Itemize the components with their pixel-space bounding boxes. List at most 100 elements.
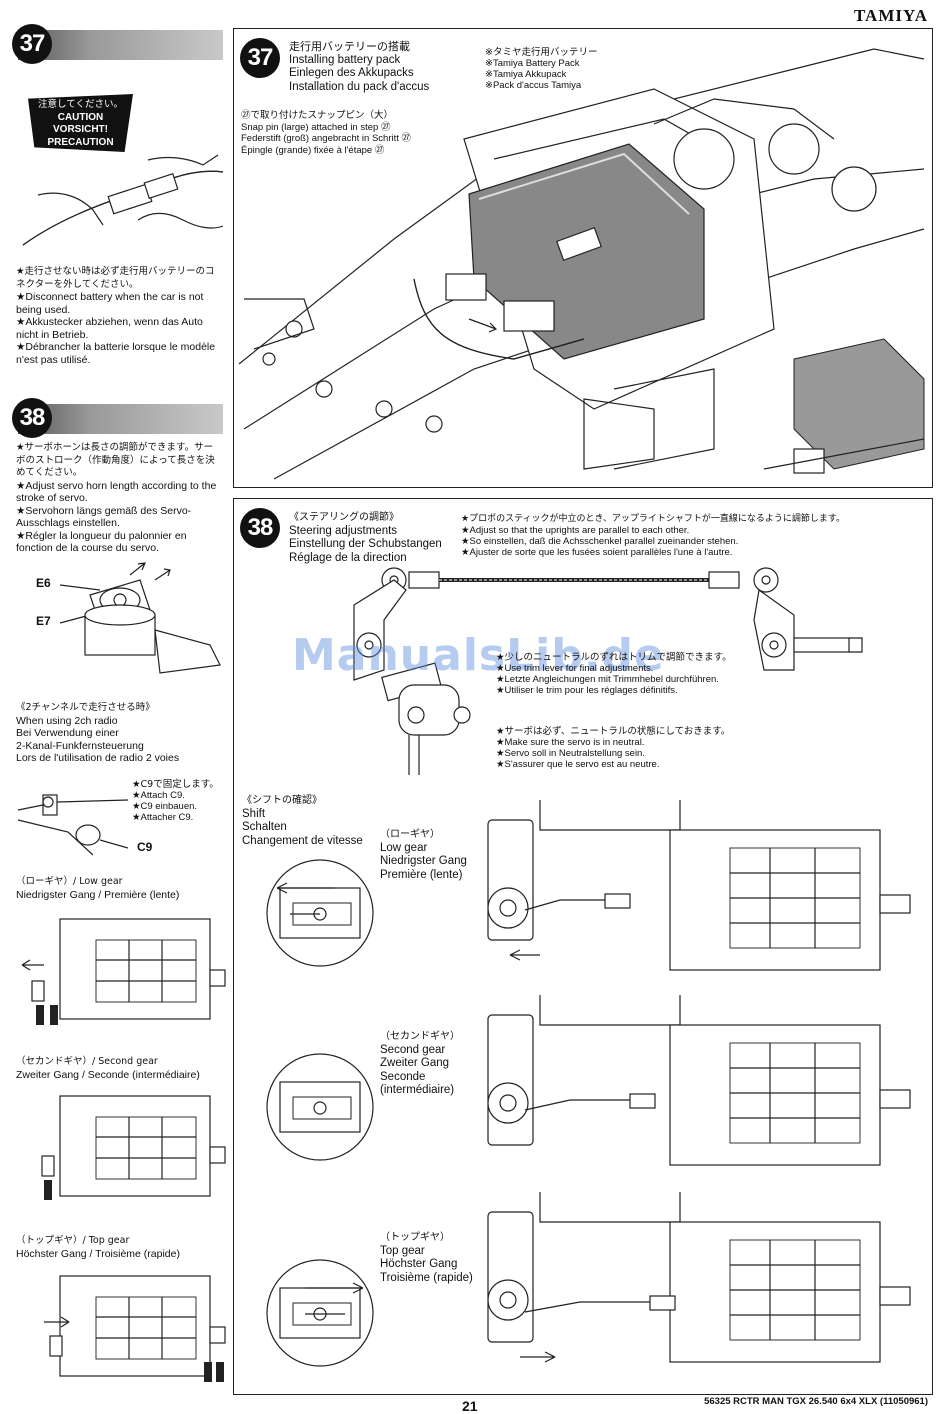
step37-notes: ★走行させない時は必ず走行用バッテリーのコネクターを外してください。 ★Disc… <box>16 266 222 366</box>
note-de: ★Akkustecker abziehen, wenn das Auto nic… <box>16 316 203 341</box>
two-ch-fr: Lors de l'utilisation de radio 2 voies <box>16 752 180 764</box>
large-gearbox-low <box>487 800 911 971</box>
small-gear-second-label: （セカンドギヤ）/ Second gear Zweiter Gang / Sec… <box>16 1056 200 1081</box>
shift-title-en: Shift <box>242 807 266 820</box>
product-code: 56325 RCTR MAN TGX 26.540 6x4 XLX (11050… <box>704 1396 928 1407</box>
step38-panel <box>233 498 933 1395</box>
trim-note-fr: ★Utiliser le trim pour les réglages défi… <box>496 685 678 696</box>
caution-badge: 注意してください。 CAUTION VORSICHT! PRECAUTION <box>28 94 133 152</box>
large-gear-low-de: Niedrigster Gang <box>380 855 467 867</box>
part-e7-label: E7 <box>36 614 51 628</box>
shift-detail-top <box>266 1259 374 1367</box>
note-fr: ★Débrancher la batterie lorsque le modèl… <box>16 341 216 366</box>
step37-title-jp: 走行用バッテリーの搭載 <box>289 40 410 53</box>
small-gearbox-low <box>21 918 226 1025</box>
shift-detail-second <box>266 1053 374 1161</box>
note-en: ★Disconnect battery when the car is not … <box>16 291 204 316</box>
battery-label-en: ※Tamiya Battery Pack <box>485 58 580 69</box>
shift-title: 《シフトの確認》 Shift Schalten Changement de vi… <box>242 794 363 848</box>
servo-note-en: ★Adjust servo horn length according to t… <box>16 479 217 505</box>
caution-fr: PRECAUTION <box>47 136 114 148</box>
large-gear-top-label: （トップギヤ） Top gear Höchster Gang Troisième… <box>380 1231 473 1285</box>
caution-de: VORSICHT! <box>53 124 108 135</box>
c9-note-fr: ★Attacher C9. <box>132 812 194 823</box>
step37-title-de: Einlegen des Akkupacks <box>289 67 414 79</box>
shift-title-jp: 《シフトの確認》 <box>242 795 322 806</box>
shift-detail-low <box>266 859 374 967</box>
steering-note-jp: ★プロポのスティックが中立のとき、アップライトシャフトが一直線になるように調節し… <box>461 514 846 524</box>
snap-pin-en: Snap pin (large) attached in step ㉗ <box>241 121 391 133</box>
brand-logo: TAMIYA <box>853 6 928 25</box>
step38-number-left: 38 <box>12 398 52 438</box>
battery-label-de: ※Tamiya Akkupack <box>485 69 567 80</box>
snap-pin-fr: Épingle (grande) fixée à l'étape ㉗ <box>241 144 385 156</box>
two-ch-radio-title: 《2チャンネルで走行させる時》 When using 2ch radio Bei… <box>16 702 231 765</box>
large-gear-second-de: Zweiter Gang <box>380 1057 450 1069</box>
large-gear-top-fr: Troisième (rapide) <box>380 1271 473 1284</box>
large-gear-second-en: Second gear <box>380 1043 446 1056</box>
small-gearbox-top <box>44 1275 226 1382</box>
small-gear-low-jp: （ローギヤ）/ Low gear <box>16 876 123 887</box>
small-gear-top-label: （トップギヤ）/ Top gear Höchster Gang / Troisi… <box>16 1235 180 1260</box>
large-gear-top-de: Höchster Gang <box>380 1258 458 1270</box>
large-gear-second-fr1: Seconde <box>380 1070 426 1083</box>
battery-label-jp: ※タミヤ走行用バッテリー <box>485 47 598 58</box>
step37-number-panel: 37 <box>240 38 280 78</box>
steering-note-en: ★Adjust so that the uprights are paralle… <box>461 525 690 536</box>
caution-en: CAUTION <box>57 111 104 123</box>
connector-illustration <box>22 154 224 246</box>
steering-note-de: ★So einstellen, daß die Achsschenkel par… <box>461 536 739 547</box>
battery-install-illustration <box>238 48 925 480</box>
large-gearbox-second <box>487 995 911 1166</box>
step37-header-bar <box>18 30 223 60</box>
steering-title-en: Steering adjustments <box>289 524 398 537</box>
battery-label-fr: ※Pack d'accus Tamiya <box>485 80 582 91</box>
large-gear-low-fr: Première (lente) <box>380 868 463 881</box>
c9-note-jp: ★C9で固定します。 <box>132 779 219 790</box>
c9-note-en: ★Attach C9. <box>132 790 185 801</box>
step37-panel <box>233 28 933 488</box>
large-gear-low-en: Low gear <box>380 841 428 854</box>
small-gear-second-rest: Zweiter Gang / Seconde (intermédiaire) <box>16 1068 200 1081</box>
steering-title-jp: 《ステアリングの調節》 <box>289 512 399 523</box>
large-gear-second-label: （セカンドギヤ） Second gear Zweiter Gang Second… <box>380 1030 460 1098</box>
step37-title-en: Installing battery pack <box>289 53 401 66</box>
step37-title-fr: Installation du pack d'accus <box>289 80 430 93</box>
two-ch-de2: 2-Kanal-Funkfernsteuerung <box>16 739 144 752</box>
large-gear-low-jp: （ローギヤ） <box>380 829 440 840</box>
servo-note-jp: ★サーボホーンは長さの調節ができます。サーボのストローク（作動角度）によって長さ… <box>16 442 215 478</box>
part-c9-label: C9 <box>137 840 153 854</box>
small-gearbox-second <box>41 1095 226 1200</box>
servo-note-de: ★Servohorn längs gemäß des Servo-Ausschl… <box>16 504 192 530</box>
caution-jp: 注意してください。 <box>38 99 123 110</box>
small-gear-top-jp: （トップギヤ）/ Top gear <box>16 1235 130 1246</box>
note-jp: ★走行させない時は必ず走行用バッテリーのコネクターを外してください。 <box>16 266 215 290</box>
trim-notes: ★少しのニュートラルのずれはトリムで調節できます。 ★Use trim leve… <box>496 652 786 696</box>
steering-linkage-illustration <box>353 567 863 775</box>
c9-notes: ★C9で固定します。 ★Attach C9. ★C9 einbauen. ★At… <box>132 779 232 823</box>
step38-number-panel: 38 <box>240 508 280 548</box>
trim-note-jp: ★少しのニュートラルのずれはトリムで調節できます。 <box>496 652 732 663</box>
steering-notes: ★プロポのスティックが中立のとき、アップライトシャフトが一直線になるように調節し… <box>461 514 926 558</box>
c9-note-de: ★C9 einbauen. <box>132 801 198 812</box>
neutral-notes: ★サーボは必ず、ニュートラルの状態にしておきます。 ★Make sure the… <box>496 726 786 770</box>
large-gear-second-jp: （セカンドギヤ） <box>380 1031 460 1042</box>
trim-note-de: ★Letzte Angleichungen mit Trimmhebel dur… <box>496 674 719 685</box>
part-e6-label: E6 <box>36 576 51 590</box>
small-gear-low-rest: Niedrigster Gang / Première (lente) <box>16 888 180 901</box>
neutral-note-fr: ★S'assurer que le servo est au neutre. <box>496 759 660 770</box>
step38-header-bar <box>18 404 223 434</box>
snap-pin-de: Federstift (groß) angebracht in Schritt … <box>241 133 412 144</box>
large-gear-top-en: Top gear <box>380 1244 425 1257</box>
small-gear-top-rest: Höchster Gang / Troisième (rapide) <box>16 1247 180 1260</box>
step37-title: 走行用バッテリーの搭載 Installing battery pack Einl… <box>289 40 429 94</box>
battery-label: ※タミヤ走行用バッテリー ※Tamiya Battery Pack ※Tamiy… <box>485 47 597 91</box>
neutral-note-de: ★Servo soll in Neutralstellung sein. <box>496 748 645 759</box>
servo-horn-illustration <box>59 562 221 674</box>
large-gear-low-label: （ローギヤ） Low gear Niedrigster Gang Premièr… <box>380 828 467 882</box>
trim-note-en: ★Use trim lever for final adjustments. <box>496 663 654 674</box>
two-ch-jp: 《2チャンネルで走行させる時》 <box>16 702 155 713</box>
small-gear-low-label: （ローギヤ）/ Low gear Niedrigster Gang / Prem… <box>16 876 179 901</box>
steering-note-fr: ★Ajuster de sorte que les fusées soient … <box>461 547 733 558</box>
neutral-note-en: ★Make sure the servo is in neutral. <box>496 737 645 748</box>
